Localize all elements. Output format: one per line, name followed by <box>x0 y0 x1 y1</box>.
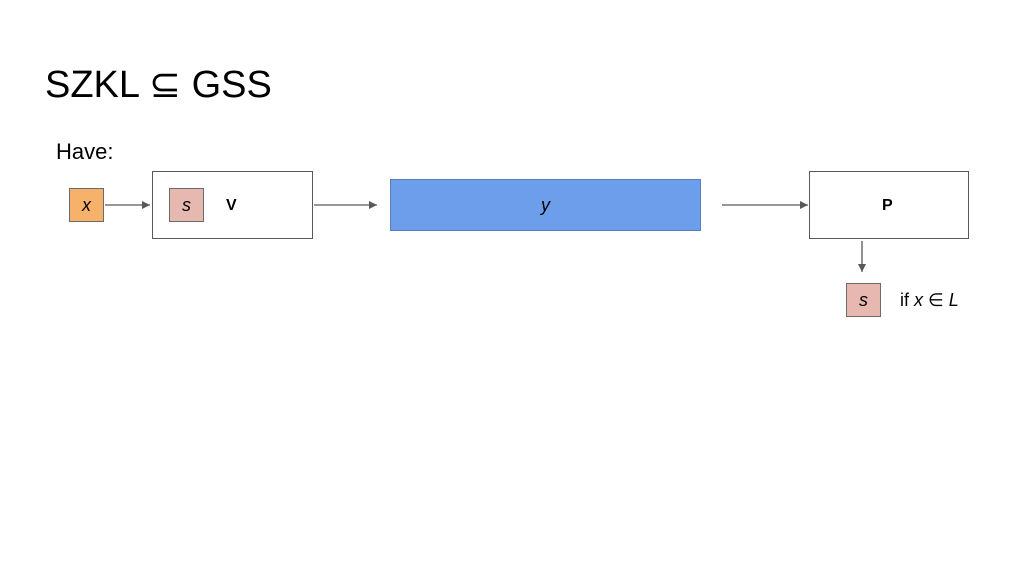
prover-box <box>809 171 969 239</box>
condition-symbol: ∈ <box>928 290 944 310</box>
verifier-box <box>152 171 313 239</box>
s-output-label: s <box>859 289 868 310</box>
y-message-bar: y <box>390 179 701 231</box>
prover-name: P <box>882 197 893 214</box>
condition-var-L: L <box>948 290 959 310</box>
membership-condition: if x ∈ L <box>900 290 959 311</box>
have-label: Have: <box>56 139 114 164</box>
x-input-chip: x <box>69 188 104 222</box>
condition-var-x: x <box>914 290 924 310</box>
verifier-name: V <box>226 197 237 214</box>
condition-prefix: if <box>900 290 909 310</box>
y-message-label: y <box>541 194 550 215</box>
x-input-label: x <box>82 194 91 215</box>
verifier-secret-chip: s <box>169 188 204 222</box>
s-output-chip: s <box>846 283 881 317</box>
verifier-secret-label: s <box>182 194 191 215</box>
slide-title: SZKL ⊆ GSS <box>45 64 272 106</box>
